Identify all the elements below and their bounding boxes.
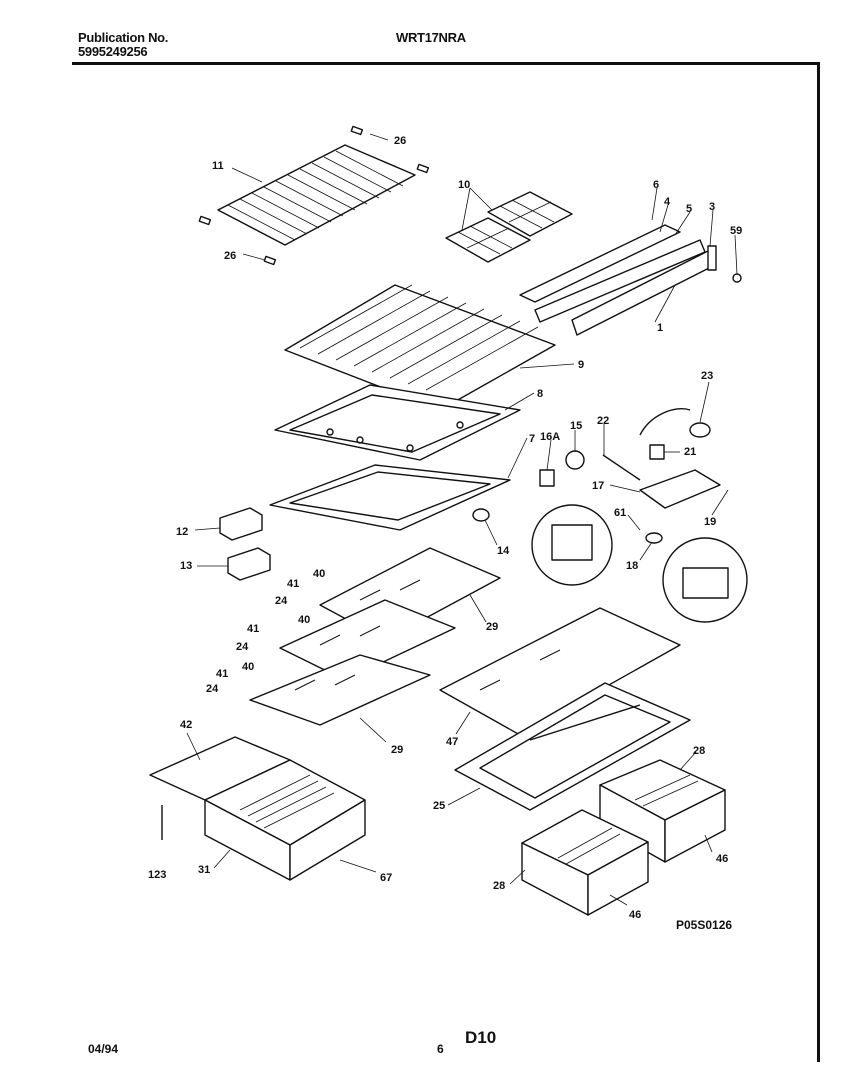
- callout-13: 13: [180, 560, 192, 572]
- callout-24: 24: [206, 683, 219, 695]
- callout-26: 26: [394, 135, 406, 147]
- callout-29: 29: [486, 621, 498, 633]
- divider-part-7: [269, 464, 511, 531]
- callout-24: 24: [236, 641, 249, 653]
- callout-23: 23: [701, 370, 713, 382]
- callout-40: 40: [313, 568, 325, 580]
- callout-1: 1: [657, 322, 663, 334]
- callout-31: 31: [198, 864, 210, 876]
- model-number: WRT17NRA: [396, 30, 466, 45]
- divider-cover-part-8: [274, 384, 521, 461]
- publication-date: 04/94: [88, 1042, 119, 1056]
- callout-40: 40: [298, 614, 310, 626]
- callout-18: 18: [626, 560, 638, 572]
- light-bulb-part-15: [539, 450, 585, 487]
- callout-61: 61: [614, 507, 626, 519]
- ice-trays-part-10: [445, 191, 573, 263]
- control-housing-parts-17-22: [602, 454, 721, 509]
- callout-26: 26: [224, 250, 236, 262]
- callout-7: 7: [529, 433, 535, 445]
- figure-code: P05S0126: [676, 918, 733, 932]
- header-rule: [72, 62, 817, 65]
- callout-25: 25: [433, 800, 445, 812]
- callout-24: 24: [275, 595, 288, 607]
- callout-labels: 11 26 26 10 6 4 5 3 59 1 9 8 23 15 22 16…: [148, 135, 742, 921]
- callout-21: 21: [684, 446, 696, 458]
- callout-29: 29: [391, 744, 403, 756]
- callout-59: 59: [730, 225, 742, 237]
- callout-41: 41: [216, 668, 228, 680]
- page-number: 6: [437, 1042, 444, 1056]
- detail-circle-light-socket: [531, 504, 613, 586]
- leader-lines: [186, 133, 738, 906]
- callout-41: 41: [247, 623, 259, 635]
- publication-number: 5995249256: [78, 44, 148, 59]
- freezer-floor-part-9: [284, 284, 556, 411]
- callout-8: 8: [537, 388, 543, 400]
- callout-46: 46: [716, 853, 728, 865]
- section-code: D10: [465, 1028, 497, 1047]
- callout-41: 41: [287, 578, 299, 590]
- detail-circle-switch: [662, 537, 748, 623]
- callout-28: 28: [493, 880, 505, 892]
- callout-11: 11: [212, 160, 224, 172]
- callout-4: 4: [664, 196, 671, 208]
- callout-15: 15: [570, 420, 582, 432]
- callout-9: 9: [578, 359, 584, 371]
- evaporator-channel-parts-1-6: [519, 224, 742, 336]
- callout-28: 28: [693, 745, 705, 757]
- crisper-frame-part-25: [454, 682, 691, 811]
- shelf-support-parts-12-13: [219, 507, 271, 581]
- wire-shelf-part-11: [198, 125, 430, 266]
- meat-keeper-pan-part-31: [149, 736, 366, 881]
- publication-label: Publication No.: [78, 30, 169, 45]
- callout-42: 42: [180, 719, 192, 731]
- callout-67: 67: [380, 872, 392, 884]
- part-14: [472, 508, 490, 522]
- part-18: [645, 532, 663, 544]
- callout-5: 5: [686, 203, 692, 215]
- callout-22: 22: [597, 415, 609, 427]
- callout-19: 19: [704, 516, 716, 528]
- callout-16a: 16A: [540, 431, 560, 443]
- callout-10: 10: [458, 179, 470, 191]
- callout-3: 3: [709, 201, 715, 213]
- glass-shelf-bottom: [249, 654, 431, 726]
- callout-12: 12: [176, 526, 188, 538]
- control-assembly-parts-21-23: [639, 408, 711, 460]
- crisper-cover-glass-part-47: [439, 607, 681, 736]
- callout-40: 40: [242, 661, 254, 673]
- callout-17: 17: [592, 480, 604, 492]
- callout-6: 6: [653, 179, 659, 191]
- crisper-drawer-left: [521, 809, 649, 916]
- callout-14: 14: [497, 545, 510, 557]
- callout-47: 47: [446, 736, 458, 748]
- page-frame: [72, 62, 820, 1062]
- callout-46: 46: [629, 909, 641, 921]
- crisper-drawer-right: [599, 759, 726, 863]
- callout-123: 123: [148, 869, 166, 881]
